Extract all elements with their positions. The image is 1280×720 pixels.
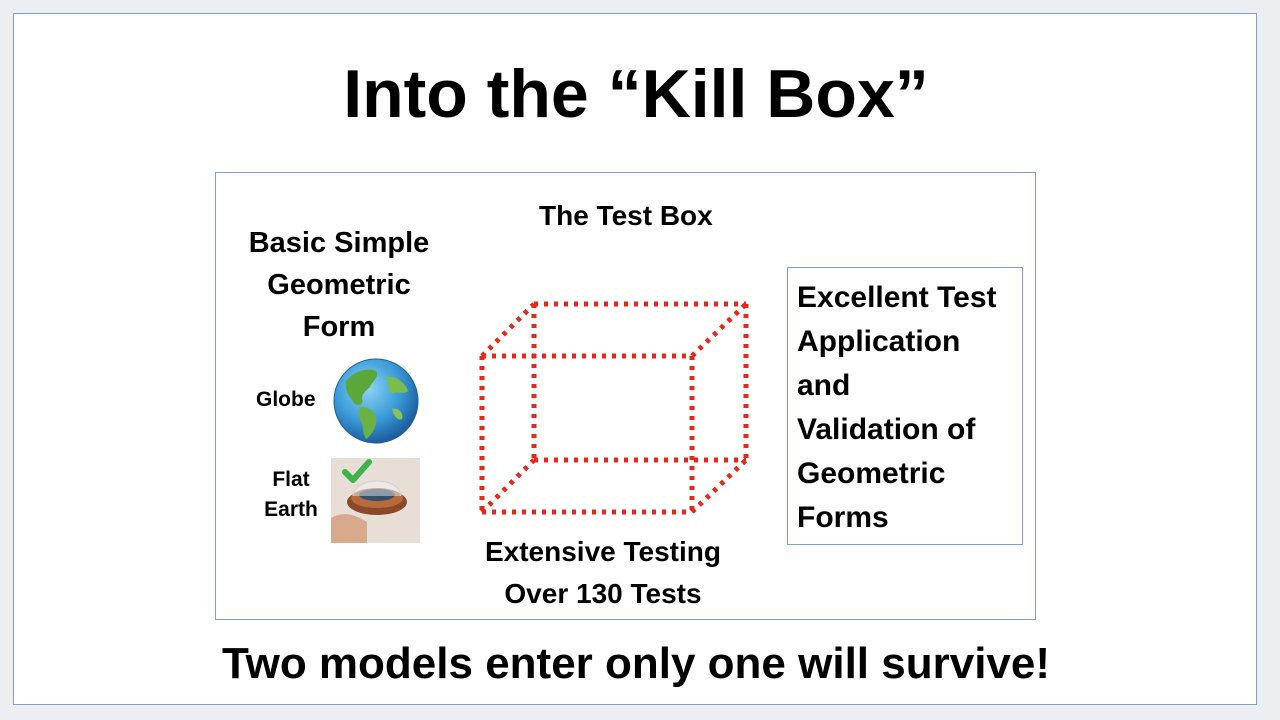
checkmark-icon xyxy=(342,459,372,483)
flat-earth-label: Flat Earth xyxy=(256,465,326,525)
flat-earth-label-line: Earth xyxy=(264,498,318,521)
validation-text-line: Forms xyxy=(797,501,889,534)
flat-earth-label-line: Flat xyxy=(272,468,310,491)
slide-title: Into the “Kill Box” xyxy=(343,56,929,132)
test-box-cube-diagram xyxy=(479,301,749,515)
flat-earth-dome-icon xyxy=(331,458,420,543)
geometric-form-heading-line: Geometric xyxy=(267,269,411,301)
geometric-form-heading-line: Basic Simple xyxy=(248,227,430,259)
validation-text-line: and xyxy=(797,369,851,402)
validation-text-line: Geometric xyxy=(797,457,946,490)
slide: Into the “Kill Box” The Test Box Basic S… xyxy=(13,13,1257,705)
globe-label: Globe xyxy=(256,388,316,411)
validation-text-line: Excellent Test xyxy=(797,281,997,314)
geometric-form-heading: Basic Simple Geometric Form xyxy=(236,222,442,348)
bottom-tagline: Two models enter only one will survive! xyxy=(221,639,1051,688)
testing-caption: Extensive Testing Over 130 Tests xyxy=(466,531,740,615)
testing-caption-line: Extensive Testing xyxy=(484,536,721,567)
validation-text-box: Excellent Test Application and Validatio… xyxy=(787,267,1023,545)
globe-icon xyxy=(333,358,419,444)
validation-text-line: Validation of xyxy=(797,413,976,446)
geometric-form-heading-line: Form xyxy=(302,311,376,343)
testing-caption-line: Over 130 Tests xyxy=(504,578,702,609)
test-box-panel: The Test Box Basic Simple Geometric Form… xyxy=(215,172,1036,620)
test-box-title: The Test Box xyxy=(539,200,713,231)
validation-text-line: Application xyxy=(797,325,961,358)
